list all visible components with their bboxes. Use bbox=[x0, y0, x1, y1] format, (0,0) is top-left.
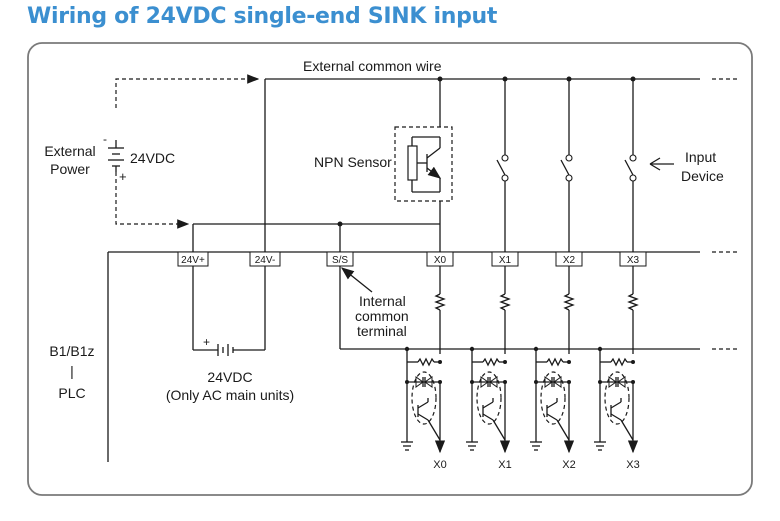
terminal-ss: S/S bbox=[326, 251, 354, 267]
optocoupler-x3 bbox=[594, 347, 635, 452]
switch-x2 bbox=[560, 76, 573, 252]
ac-units-label: (Only AC main units) bbox=[166, 387, 294, 403]
terminal-24v-plus: 24V+ bbox=[177, 251, 209, 267]
plc-label: PLC bbox=[58, 385, 85, 401]
switch-x1 bbox=[496, 76, 509, 252]
output-label-x1: X1 bbox=[498, 459, 511, 471]
resistor-x1 bbox=[499, 266, 511, 354]
terminal-x2: X2 bbox=[555, 251, 583, 267]
plc-model-label: B1/B1z bbox=[49, 343, 94, 359]
svg-text:X1: X1 bbox=[499, 255, 512, 266]
internal-common-label-1: Internal bbox=[359, 293, 406, 309]
svg-text:X3: X3 bbox=[627, 255, 640, 266]
external-power-label-2: Power bbox=[50, 161, 90, 177]
internal-common-label-3: terminal bbox=[357, 323, 407, 339]
npn-sensor-box bbox=[394, 126, 453, 202]
external-common-wire-label: External common wire bbox=[303, 58, 442, 74]
resistor-x2 bbox=[563, 266, 575, 354]
svg-text:X0: X0 bbox=[434, 255, 447, 266]
terminal-x0: X0 bbox=[426, 251, 454, 267]
input-device-label-2: Device bbox=[681, 168, 724, 184]
terminal-24v-minus: 24V- bbox=[249, 251, 281, 267]
resistor-x3 bbox=[627, 266, 639, 354]
output-label-x0: X0 bbox=[433, 459, 446, 471]
minus-sign: - bbox=[103, 132, 107, 146]
svg-text:24V-: 24V- bbox=[255, 255, 276, 266]
internal-common-label-2: common bbox=[355, 308, 409, 324]
svg-text:+: + bbox=[203, 335, 210, 349]
optocoupler-x1 bbox=[466, 347, 507, 452]
page-title: Wiring of 24VDC single-end SINK input bbox=[27, 4, 498, 29]
ac-battery-icon bbox=[217, 344, 234, 356]
input-device-arrow-icon bbox=[649, 157, 674, 171]
external-24vdc-label: 24VDC bbox=[130, 150, 175, 166]
battery-icon bbox=[108, 140, 124, 172]
npn-sensor-icon bbox=[407, 136, 442, 193]
switch-x3 bbox=[624, 76, 637, 252]
output-label-x2: X2 bbox=[562, 459, 575, 471]
svg-text:24V+: 24V+ bbox=[181, 255, 205, 266]
plus-sign: + bbox=[119, 169, 127, 184]
terminal-x1: X1 bbox=[491, 251, 519, 267]
svg-text:S/S: S/S bbox=[332, 255, 348, 266]
internal-common-pointer bbox=[340, 267, 373, 293]
diagram-frame bbox=[27, 42, 753, 496]
external-power-to-24v-dashed bbox=[115, 172, 190, 229]
output-label-x3: X3 bbox=[626, 459, 639, 471]
ac-24vdc-label: 24VDC bbox=[207, 369, 252, 385]
npn-sensor-label: NPN Sensor bbox=[314, 154, 392, 170]
plc-separator: | bbox=[70, 363, 74, 379]
resistor-x0 bbox=[434, 266, 446, 354]
optocoupler-x2 bbox=[530, 347, 571, 452]
input-device-label-1: Input bbox=[685, 149, 716, 165]
optocoupler-x0 bbox=[401, 346, 446, 454]
external-power-to-common-dashed bbox=[115, 74, 260, 108]
svg-text:X2: X2 bbox=[563, 255, 576, 266]
terminal-x3: X3 bbox=[619, 251, 647, 267]
external-power-label-1: External bbox=[44, 143, 95, 159]
